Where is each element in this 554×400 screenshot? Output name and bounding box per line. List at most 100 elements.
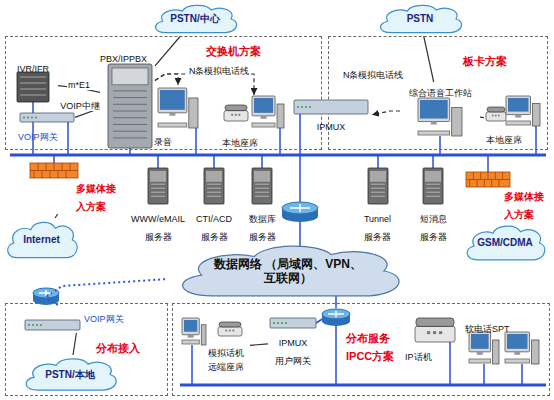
region-heading: 板卡方案 — [463, 55, 507, 67]
icon-part — [471, 334, 489, 349]
icon-part — [426, 188, 440, 189]
icon-part — [297, 106, 299, 108]
cloud-outline — [8, 222, 77, 257]
device-label: IPMUX — [317, 122, 346, 132]
icon-part — [113, 124, 147, 125]
device-node: IP话机 — [405, 316, 460, 380]
icon-part — [113, 137, 147, 138]
icon-part — [70, 163, 71, 171]
device-node: 录音 — [152, 85, 205, 149]
icon-part — [426, 192, 440, 193]
connector — [480, 116, 484, 118]
icon-part — [252, 96, 275, 116]
icon-part — [229, 330, 231, 332]
icon-part — [261, 116, 267, 119]
icon-part — [506, 96, 530, 115]
cloud-label: GSM/CDMA — [477, 237, 533, 249]
icon-part — [160, 90, 185, 110]
icon-part — [232, 330, 234, 332]
region-heading: 交换机方案 — [206, 45, 261, 57]
router-top — [282, 202, 318, 214]
text-holder: PSTN/本地 — [20, 355, 120, 394]
text-holder: 录音 — [154, 131, 194, 149]
region-heading: 分布服务 IPCC方案 — [346, 332, 394, 362]
drop-line — [377, 155, 379, 168]
device-node: 本地座席 — [222, 95, 286, 150]
icon-part — [255, 196, 269, 197]
text-holder: CTI/ACD 服务器 — [188, 208, 240, 244]
icon-part — [420, 100, 448, 119]
text-holder: IP话机 — [405, 346, 450, 364]
device-illustration — [405, 316, 460, 380]
icon-part — [531, 340, 539, 364]
device-label: IP话机 — [405, 352, 432, 362]
device-node: IPMUX 用户网关 — [268, 316, 318, 368]
icon-part — [23, 117, 25, 119]
text-holder: VOIP网关 — [18, 126, 68, 144]
device-node: 多媒体接入方案 — [30, 158, 120, 214]
icon-part — [486, 112, 506, 121]
icon-part — [273, 322, 275, 324]
text-holder: 软电话SPT — [465, 318, 545, 336]
cloud-outline — [381, 5, 462, 32]
device-label: 短消息 服务器 — [420, 214, 447, 242]
drop-line — [535, 126, 537, 155]
drop-line — [53, 155, 55, 163]
connector — [424, 36, 434, 82]
icon-part — [498, 115, 500, 117]
icon-part — [158, 123, 187, 127]
device-illustration — [350, 168, 405, 240]
icon-part — [20, 95, 46, 96]
cloud-label: PSTN — [407, 13, 434, 25]
connector — [46, 279, 168, 305]
device-label: 综合语音工作站 — [409, 88, 472, 98]
device-label: 本地座席 — [222, 138, 258, 148]
box-icon — [20, 113, 74, 122]
device-illustration — [240, 168, 284, 240]
icon-part — [113, 104, 147, 105]
icon-part — [493, 340, 499, 364]
device-node: PBX/IPPBX — [100, 48, 155, 148]
icon-part — [36, 324, 38, 326]
drop-line — [157, 155, 159, 168]
device-node: 本地座席 — [484, 95, 546, 150]
cloud-node: Internet — [3, 218, 80, 262]
cloud-node: 数据网络 （局域网、VPN、互联网） — [168, 240, 408, 302]
device-node: 数据库 服务器 — [240, 168, 284, 244]
icon-part — [46, 163, 47, 171]
drop-line — [279, 128, 281, 155]
device-label: 多媒体接入方案 — [504, 191, 544, 220]
icon-part — [270, 318, 316, 328]
router-icon — [282, 202, 318, 222]
pc-icon — [158, 88, 198, 128]
icon-part — [218, 327, 242, 336]
icon-part — [148, 168, 168, 204]
text-holder: N条模拟电话线 — [188, 60, 251, 78]
device-illustration — [152, 85, 205, 146]
region-box: 分布接入VOIP网关PSTN/本地 — [5, 303, 168, 396]
text-holder: IPMUX 用户网关 — [268, 332, 318, 368]
text-holder: GSM/CDMA — [462, 222, 548, 264]
text-holder: 交换机方案 — [206, 41, 276, 59]
icon-part — [188, 335, 194, 338]
icon-part — [507, 334, 527, 349]
icon-part — [477, 180, 478, 188]
icon-part — [224, 111, 248, 121]
icon-part — [182, 318, 199, 335]
region-box: 分布服务 IPCC方案模拟话机远端座席IPMUX 用户网关IP话机软电话SPT — [172, 303, 550, 396]
edge-label: m*E1 — [67, 80, 91, 90]
icon-part — [469, 359, 491, 363]
device-label: 录音 — [154, 137, 172, 147]
icon-part — [431, 122, 437, 125]
device-illustration — [188, 168, 240, 240]
icon-part — [499, 180, 500, 188]
device-label: 多媒体接入方案 — [76, 183, 116, 212]
icon-part — [426, 196, 440, 197]
text-holder: PSTN/中心 — [150, 2, 240, 36]
pc-icon — [506, 96, 540, 126]
icon-part — [54, 163, 55, 171]
icon-part — [184, 320, 197, 332]
cloud-label: Internet — [23, 234, 60, 246]
text-holder: 多媒体接入方案 — [76, 178, 120, 214]
